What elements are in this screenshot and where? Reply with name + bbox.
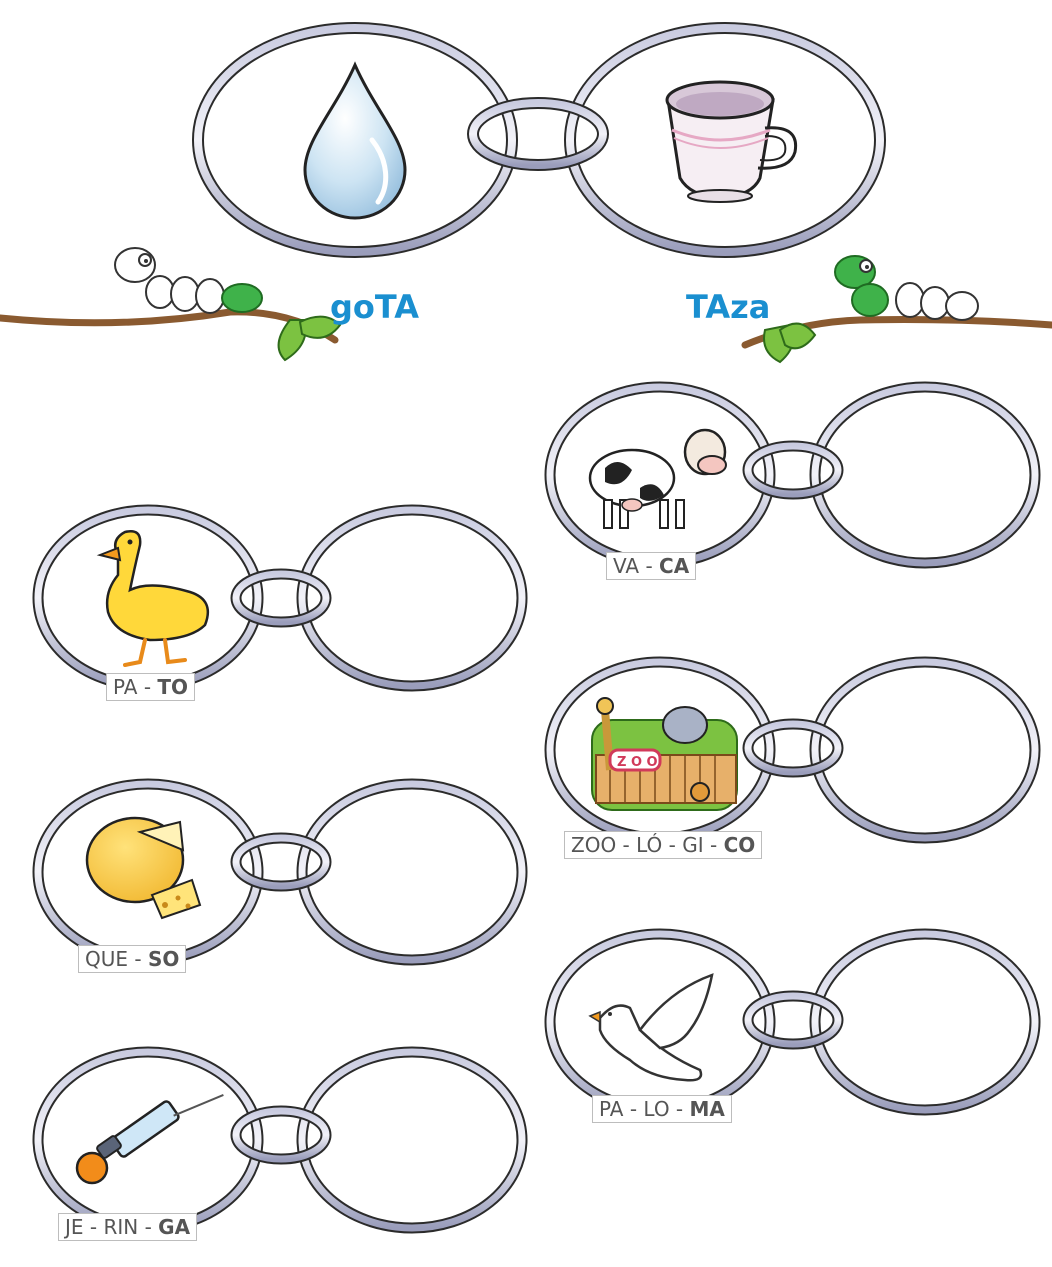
example-right-word: TAza	[686, 288, 771, 326]
label-vaca-prefix: VA -	[613, 554, 660, 578]
label-vaca: VA - CA	[606, 552, 697, 580]
water-drop-icon	[303, 61, 407, 220]
dove-icon	[588, 973, 714, 1082]
left-branch-icon	[0, 308, 342, 362]
label-queso-last-syllable: SO	[147, 947, 180, 971]
right-branch-icon	[741, 316, 1052, 364]
duck-icon	[96, 530, 210, 667]
label-pato-last-syllable: TO	[157, 675, 189, 699]
label-vaca-last-syllable: CA	[659, 554, 690, 578]
example-left-word: goTA	[330, 288, 419, 326]
svg-text:Z O O: Z O O	[617, 755, 658, 770]
teacup-icon	[665, 80, 798, 203]
chain-vaca	[544, 381, 1041, 569]
label-pato-prefix: PA -	[113, 675, 158, 699]
zoo-icon: Z O O	[591, 697, 738, 811]
label-jeringa-last-syllable: GA	[158, 1215, 191, 1239]
label-queso-prefix: QUE -	[85, 947, 148, 971]
label-paloma-prefix: PA - LO -	[599, 1097, 690, 1121]
label-paloma: PA - LO - MA	[592, 1095, 732, 1123]
label-paloma-last-syllable: MA	[689, 1097, 725, 1121]
label-zoologico-last-syllable: CO	[723, 833, 756, 857]
label-zoologico: ZOO - LÓ - GI - CO	[564, 831, 763, 859]
label-jeringa: JE - RIN - GA	[58, 1213, 198, 1241]
label-pato: PA - TO	[106, 673, 196, 701]
cheese-icon	[85, 816, 202, 920]
answer-ring-paloma[interactable]	[815, 934, 1035, 1110]
label-jeringa-prefix: JE - RIN -	[65, 1215, 159, 1239]
label-queso: QUE - SO	[78, 945, 187, 973]
cow-icon	[588, 428, 727, 529]
answer-ring-queso[interactable]	[302, 784, 522, 960]
example-chain	[192, 22, 886, 258]
white-worm-icon	[114, 247, 263, 314]
answer-ring-pato[interactable]	[302, 510, 522, 686]
answer-ring-jeringa[interactable]	[302, 1052, 522, 1228]
label-zoologico-prefix: ZOO - LÓ - GI -	[571, 833, 724, 857]
syringe-icon	[75, 1093, 224, 1185]
chain-pato	[32, 504, 528, 692]
green-worm-icon	[834, 255, 979, 321]
answer-ring-vaca[interactable]	[815, 387, 1035, 563]
answer-ring-zoologico[interactable]	[815, 662, 1035, 838]
